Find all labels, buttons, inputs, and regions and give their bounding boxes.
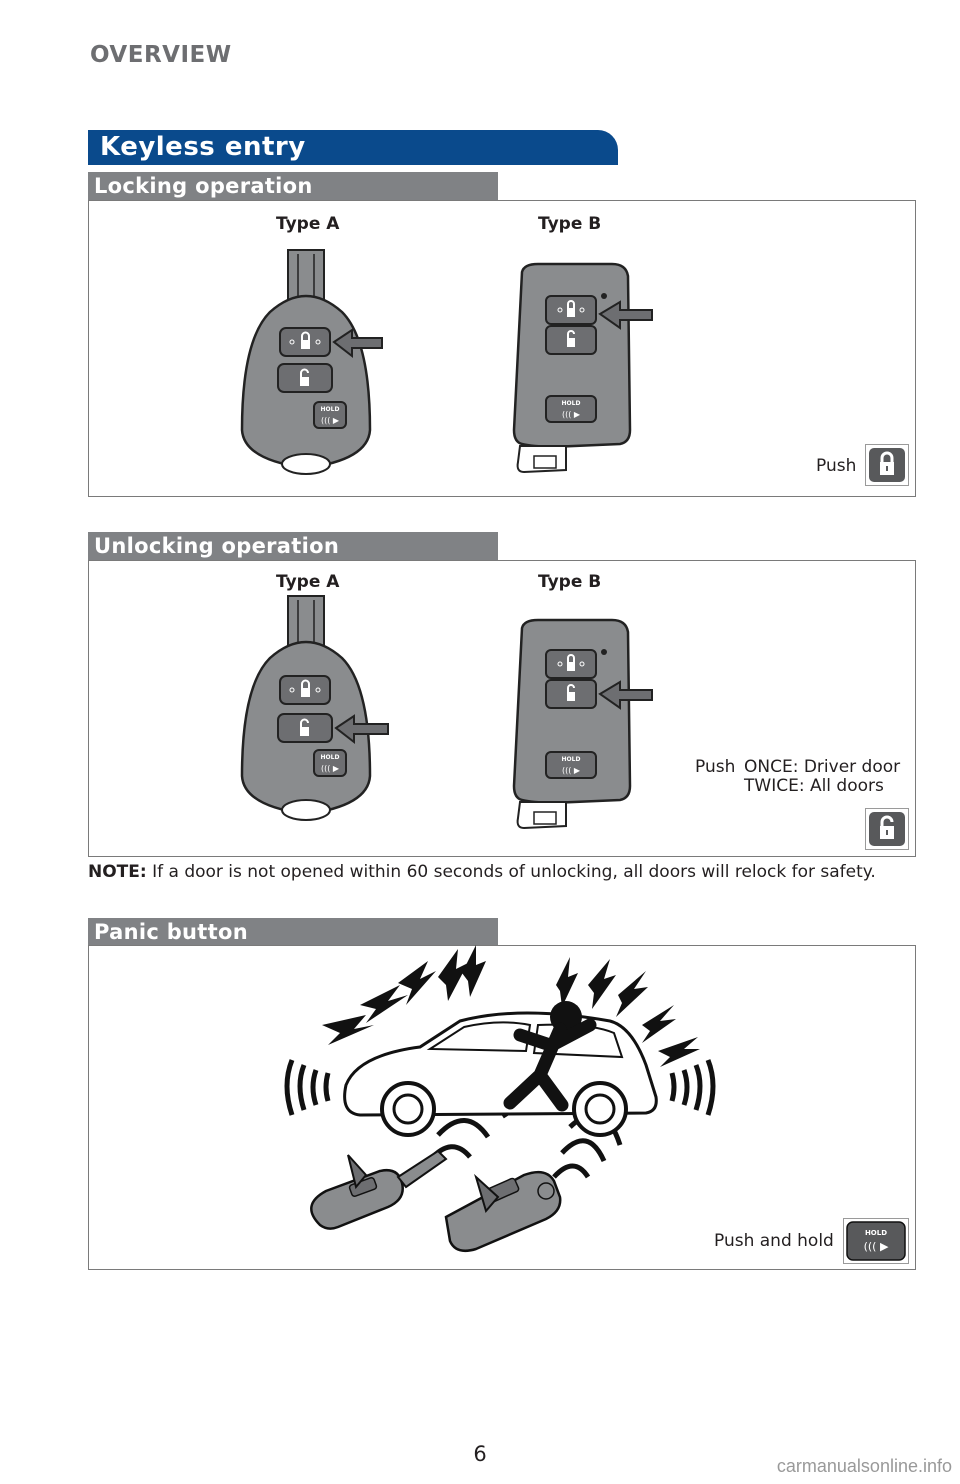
page-title: Keyless entry [100,132,306,162]
unlocking-caption-once: ONCE: Driver door [744,757,901,777]
padlock-open-icon [869,812,905,846]
unlock-button-icon-box [865,808,909,850]
unlocking-type-a-label: Type A [276,572,340,592]
unlocking-caption-twice: TWICE: All doors [744,776,884,796]
locking-type-b-label: Type B [538,214,602,234]
padlock-closed-icon [869,448,905,482]
panic-button-icon-box: HOLD ((( ▶ [843,1218,909,1264]
watermark-text: carmanualsonline.info [776,1456,952,1476]
svg-text:HOLD: HOLD [321,754,340,761]
svg-text:((( ▶: ((( ▶ [562,766,581,775]
panic-section-header: Panic button [88,918,498,946]
panic-hold-icon: HOLD ((( ▶ [846,1221,906,1261]
section-header: OVERVIEW [90,42,232,68]
type-b-smart-key-illustration: HOLD ((( ▶ [512,262,653,474]
panic-caption: Push and hold [714,1231,834,1251]
locking-section-header: Locking operation [88,172,498,200]
unlocking-type-b-label: Type B [538,572,602,592]
type-a-key-fob-unlock-illustration: HOLD ((( ▶ [240,595,389,821]
svg-text:HOLD: HOLD [562,400,581,407]
svg-text:((( ▶: ((( ▶ [562,410,581,419]
svg-text:((( ▶: ((( ▶ [321,764,340,773]
note-paragraph: NOTE: If a door is not opened within 60 … [88,860,908,884]
unlocking-caption-push: Push [695,757,736,777]
type-a-key-fob-illustration: HOLD ((( ▶ [240,249,383,475]
svg-text:HOLD: HOLD [562,756,581,763]
type-b-smart-key-unlock-illustration: HOLD ((( ▶ [512,618,653,830]
lock-button-icon-box [865,444,909,486]
note-label: NOTE: [88,862,147,882]
unlocking-section-header: Unlocking operation [88,532,498,560]
svg-text:((( ▶: ((( ▶ [321,416,340,425]
locking-panel [88,200,916,497]
locking-type-a-label: Type A [276,214,340,234]
note-text: If a door is not opened within 60 second… [146,862,876,882]
unlocking-panel [88,560,916,857]
locking-caption: Push [816,456,857,476]
page-number: 6 [473,1442,487,1466]
title-banner [88,130,618,165]
panic-alarm-car-illustration [284,945,716,1252]
hold-label: HOLD [865,1229,887,1237]
svg-text:((( ▶: ((( ▶ [864,1240,889,1253]
svg-text:HOLD: HOLD [321,406,340,413]
